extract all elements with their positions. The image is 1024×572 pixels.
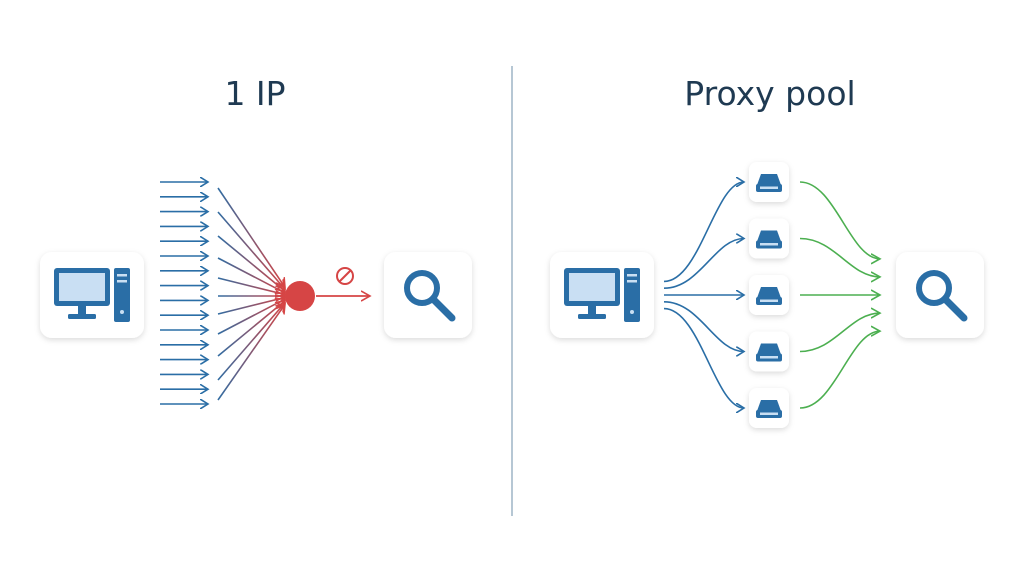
converging-arrow (217, 211, 285, 289)
blocked-icon (336, 267, 354, 285)
proxy-pool (663, 162, 880, 428)
converging-arrow (217, 235, 285, 291)
proxy-to-target-arrow (799, 181, 880, 259)
desktop-computer-icon (54, 268, 130, 322)
proxy-to-target-arrow (799, 313, 880, 353)
proxy-to-target-arrow (799, 237, 880, 277)
left-panel (40, 182, 472, 404)
blocked-ip-dot (285, 281, 315, 311)
client-to-proxy-arrow (663, 300, 744, 352)
proxy-node (749, 218, 789, 259)
proxy-to-target-arrow (799, 331, 880, 409)
converging-request-arrows (217, 187, 285, 401)
request-arrows (160, 182, 208, 404)
search-magnifier-icon (404, 270, 456, 322)
left-target-card (384, 252, 472, 338)
proxy-node (749, 162, 789, 202)
left-panel-title: 1 IP (224, 74, 286, 113)
right-panel-title: Proxy pool (684, 74, 856, 113)
search-magnifier-icon (916, 270, 968, 322)
left-client-card (40, 252, 144, 338)
converging-arrow (217, 277, 285, 295)
proxy-node (749, 275, 789, 315)
proxy-node (749, 388, 789, 428)
client-to-proxy-arrow (663, 239, 744, 290)
right-panel (550, 162, 984, 428)
right-target-card (896, 252, 984, 338)
converging-arrow (217, 304, 285, 401)
server-icon (756, 174, 782, 192)
converging-arrow (217, 187, 285, 287)
converging-arrow (217, 297, 285, 315)
right-client-card (550, 252, 654, 338)
converging-arrow (217, 257, 285, 293)
server-icon (756, 400, 782, 418)
proxy-node (749, 331, 789, 372)
server-icon (756, 343, 782, 362)
server-icon (756, 230, 782, 249)
client-to-proxy-arrow (663, 307, 744, 408)
converging-arrow (217, 303, 285, 381)
server-icon (756, 287, 782, 305)
client-to-proxy-arrow (663, 182, 744, 283)
desktop-computer-icon (564, 268, 640, 322)
converging-arrow (217, 301, 285, 357)
converging-arrow (217, 299, 285, 335)
